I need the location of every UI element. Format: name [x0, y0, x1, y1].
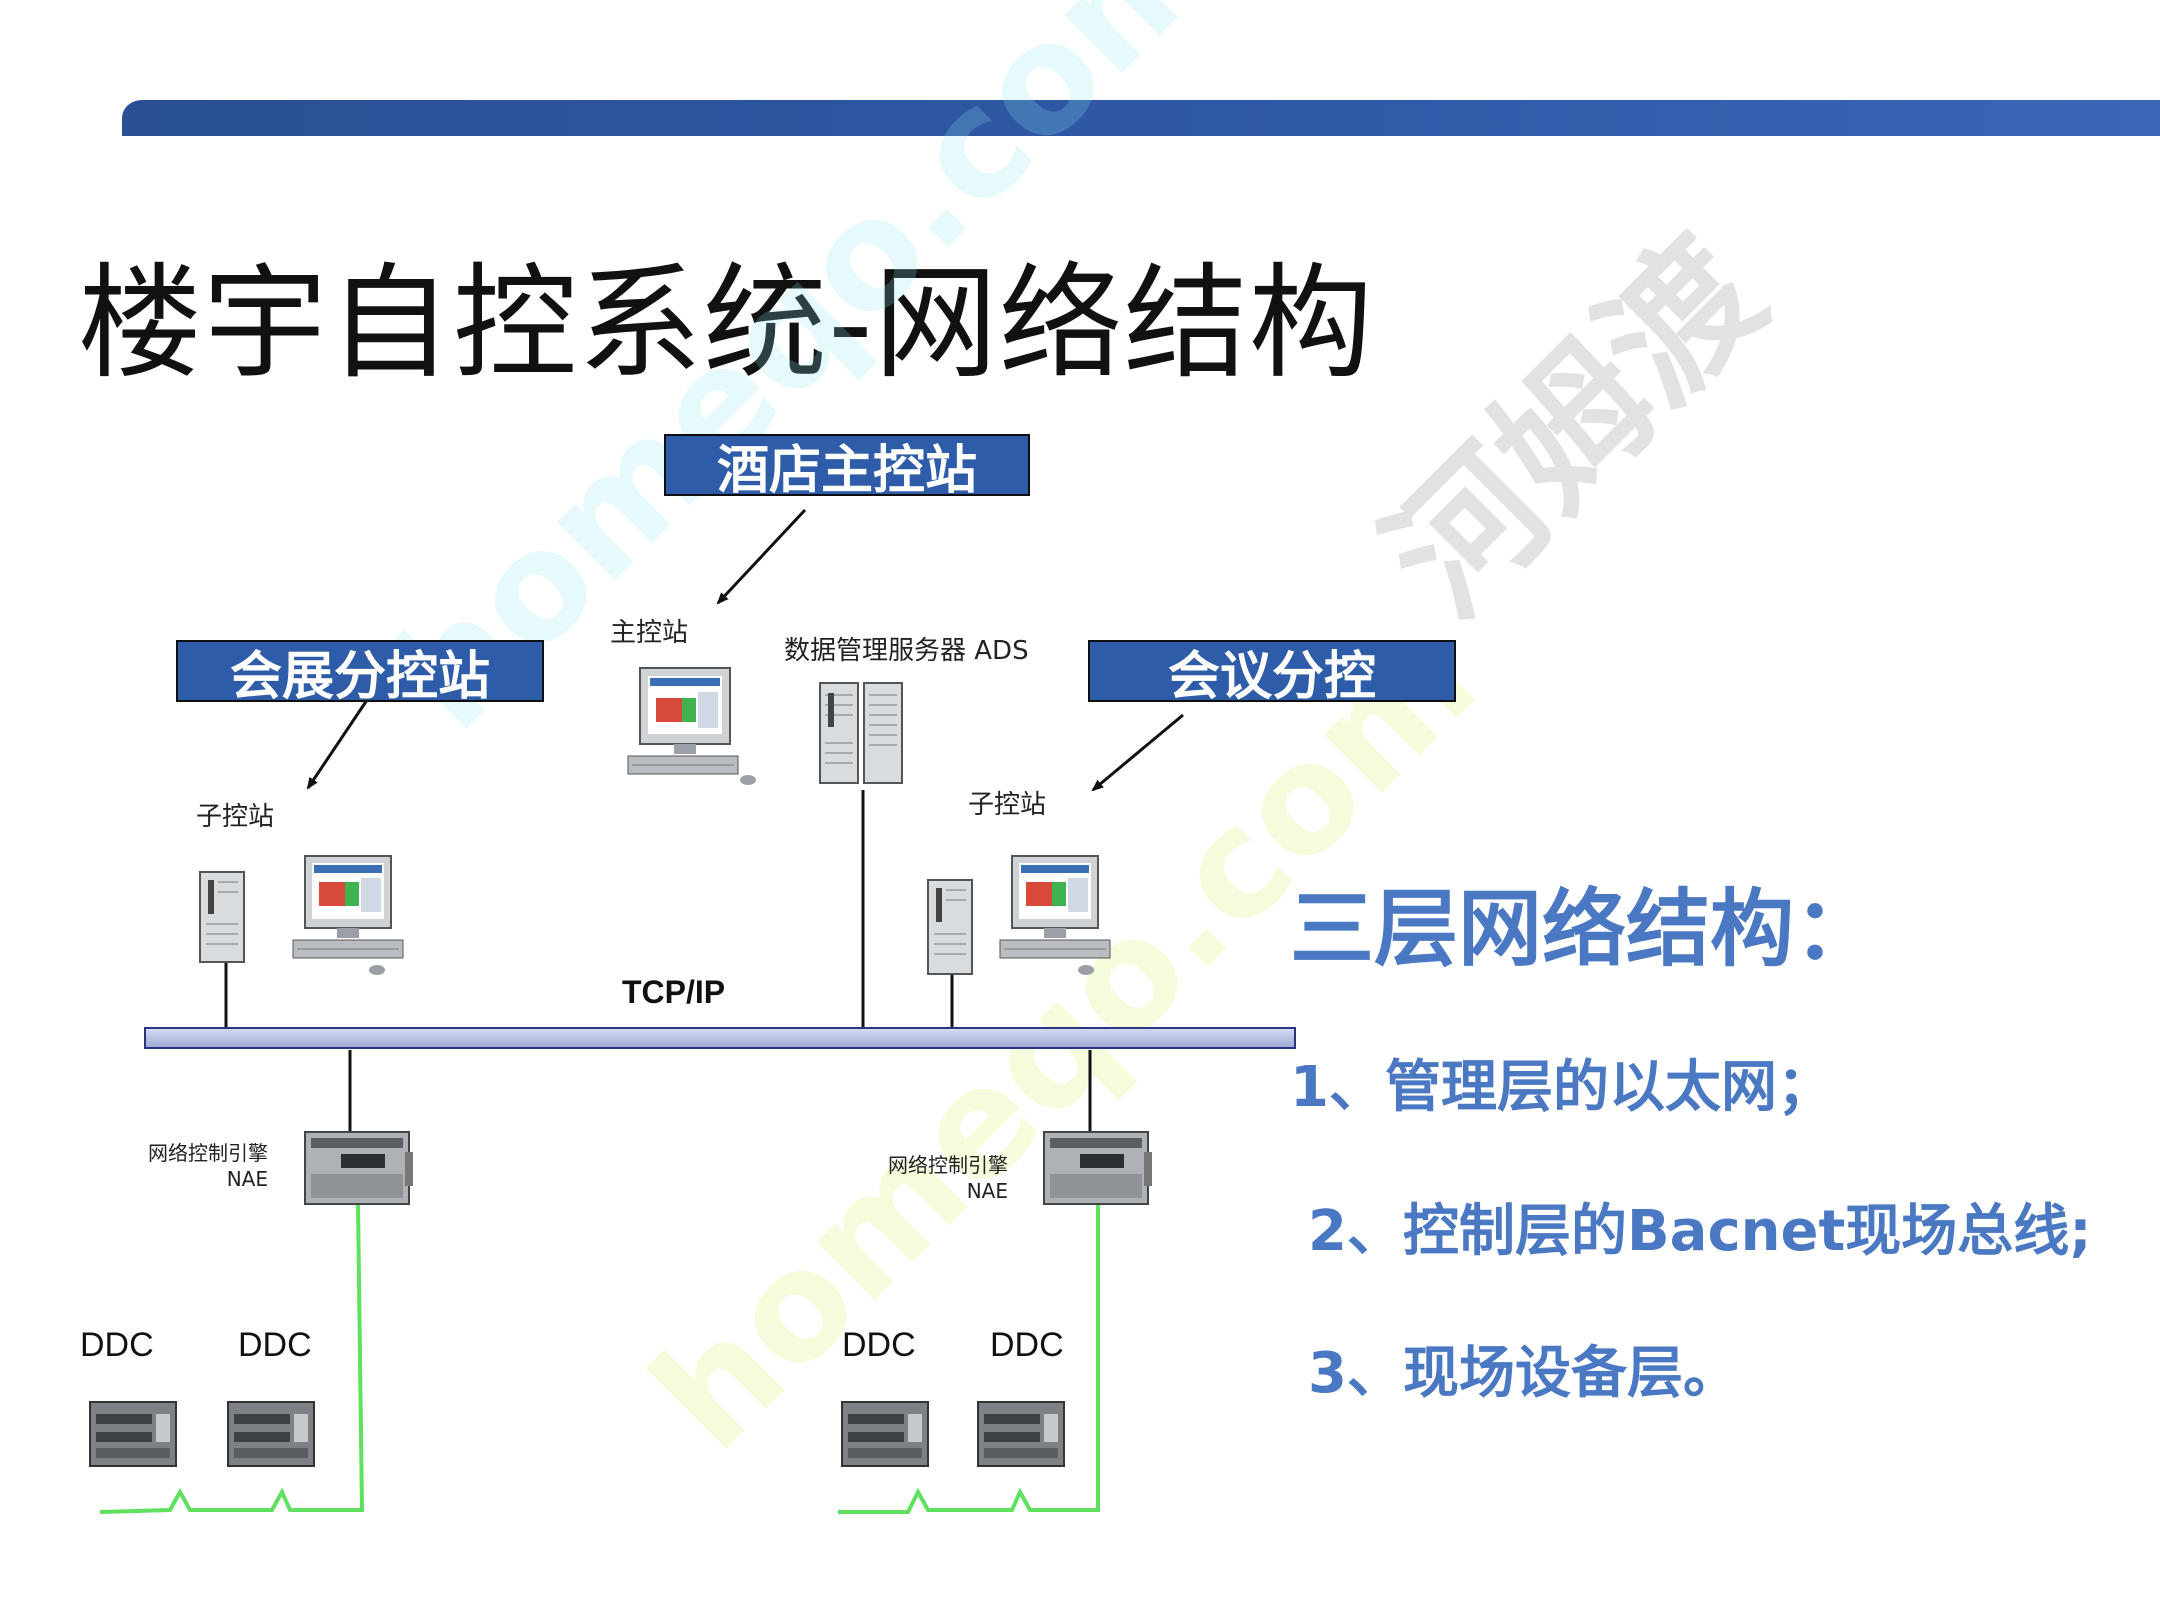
- nae-left-icon: [304, 1131, 413, 1205]
- expo-computer-icon: [292, 855, 404, 975]
- nae-right-icon: [1043, 1131, 1152, 1205]
- meeting-computer-icon: [999, 855, 1111, 975]
- main-station-computer-icon: [627, 667, 756, 785]
- page-title: 楼宇自控系统-网络结构: [78, 252, 1374, 396]
- label-ddc-1: DDC: [80, 1326, 154, 1364]
- label-ddc-4: DDC: [990, 1326, 1064, 1364]
- callout-hotel-main-station: 酒店主控站: [664, 434, 1030, 501]
- ddc-3-icon: [841, 1401, 929, 1467]
- meeting-tower-icon: [927, 879, 973, 975]
- nae-right-name: 网络控制引擎: [888, 1153, 1008, 1177]
- nae-right-code: NAE: [966, 1179, 1008, 1203]
- ads-server-icon: [819, 682, 903, 784]
- label-main-station: 主控站: [610, 618, 689, 648]
- label-sub-station-right: 子控站: [968, 790, 1047, 820]
- arrow-meeting: [1091, 713, 1184, 792]
- summary-item-2: 2、控制层的Bacnet现场总线;: [1308, 1199, 2092, 1264]
- label-ads: 数据管理服务器 ADS: [784, 636, 1029, 666]
- expo-tower-icon: [199, 871, 245, 963]
- header-bar: [122, 100, 2160, 136]
- callout-meeting-substation: 会议分控: [1088, 640, 1456, 707]
- field-bus-right: [838, 1204, 1100, 1514]
- label-nae-left: 网络控制引擎 NAE: [140, 1140, 268, 1192]
- nae-left-name: 网络控制引擎: [148, 1141, 268, 1165]
- label-tcpip: TCP/IP: [622, 974, 726, 1010]
- nae-left-code: NAE: [226, 1167, 268, 1191]
- ddc-2-icon: [227, 1401, 315, 1467]
- arrow-hotel: [716, 508, 807, 605]
- ddc-1-icon: [89, 1401, 177, 1467]
- summary-item-3: 3、现场设备层。: [1308, 1341, 1739, 1406]
- arrow-expo: [306, 699, 369, 790]
- callout-expo-substation: 会展分控站: [176, 640, 544, 707]
- field-bus-left: [99, 1203, 365, 1514]
- label-nae-right: 网络控制引擎 NAE: [880, 1152, 1008, 1204]
- summary-heading: 三层网络结构：: [1290, 880, 1879, 978]
- label-ddc-3: DDC: [842, 1326, 916, 1364]
- label-sub-station-left: 子控站: [196, 802, 275, 832]
- label-ddc-2: DDC: [238, 1326, 312, 1364]
- tcpip-backbone: [144, 1027, 1296, 1049]
- ddc-4-icon: [977, 1401, 1065, 1467]
- summary-item-1: 1、管理层的以太网；: [1290, 1055, 1833, 1120]
